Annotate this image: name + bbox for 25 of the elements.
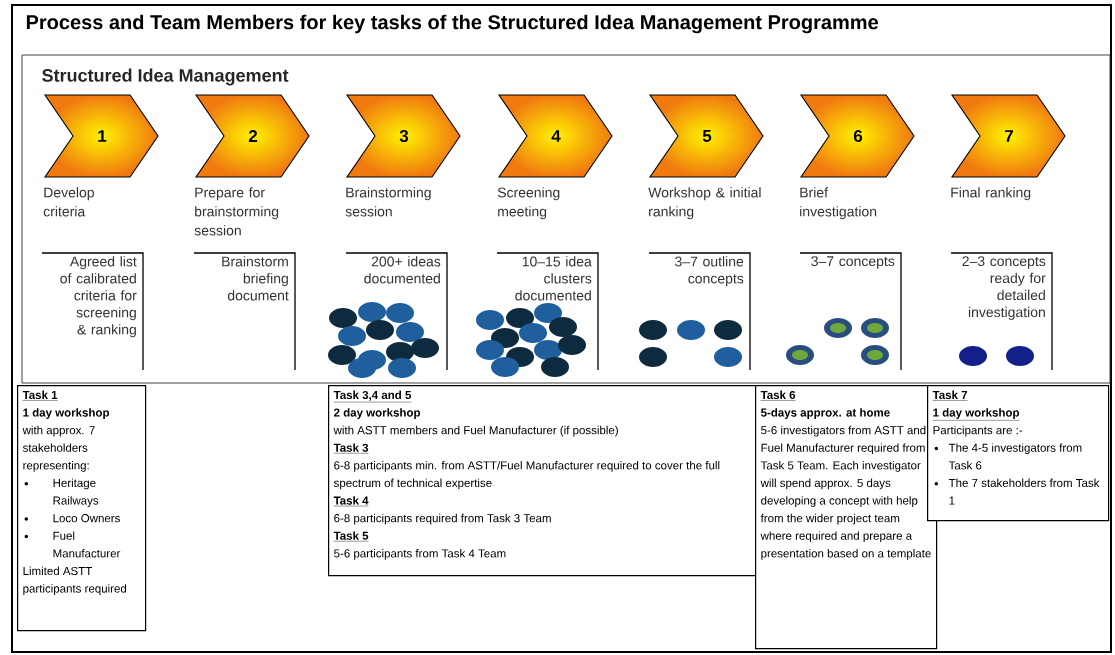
output-bracket: 3–7 outline concepts bbox=[648, 252, 751, 371]
process-step: 1 bbox=[43, 94, 159, 178]
task-box: Task 7 1 day workshop Participants are :- The 4-5 investigators from Task 6 The 7 stakeholders from Task 1 bbox=[927, 385, 1110, 522]
output-bracket: 3–7 concepts bbox=[799, 252, 902, 371]
output-bracket: Agreed list of calibrated criteria for screening & ranking bbox=[41, 252, 144, 371]
step-label: Final ranking bbox=[951, 187, 1031, 201]
output-bracket: 200+ ideas documented bbox=[345, 252, 448, 371]
step-label: Workshop & initial ranking bbox=[648, 187, 761, 220]
step-label: Screening meeting bbox=[497, 187, 560, 220]
process-step: 4 bbox=[497, 94, 613, 178]
process-step: 2 bbox=[194, 94, 310, 178]
process-step: 3 bbox=[345, 94, 461, 178]
task-box: Task 3,4 and 5 2 day workshop with ASTT members and Fuel Manufacturer (if possible) Task 3 6-8 participants min. from ASTT/Fuel Manufacturer required to cover the full spectrum of technical expertise Task 4 6-8 participants required from Task 3 Team Task 5 5-6 participants from Task 4 Team bbox=[328, 385, 757, 577]
process-step: 6 bbox=[799, 94, 915, 178]
process-step: 5 bbox=[648, 94, 764, 178]
step-label: Brainstorming session bbox=[345, 187, 431, 217]
task-box: Task 1 1 day workshop with approx. 7 stakeholders representing: Heritage Railways Loco Owners Fuel Manufacturer Limited ASTT participants required bbox=[17, 385, 147, 632]
title: Process and Team Members for key tasks of the Structured Idea Management Programme bbox=[26, 14, 878, 34]
output-bracket: 2–3 concepts ready for detailed investigation bbox=[950, 252, 1053, 371]
output-bracket: Brainstorm briefing document bbox=[193, 252, 296, 371]
process-step: 7 bbox=[950, 94, 1066, 178]
step-label: Prepare for brainstorming session bbox=[194, 187, 279, 236]
step-label: Develop criteria bbox=[43, 187, 94, 217]
step-label: Brief investigation bbox=[800, 187, 877, 220]
output-bracket: 10–15 idea clusters documented bbox=[496, 252, 599, 371]
